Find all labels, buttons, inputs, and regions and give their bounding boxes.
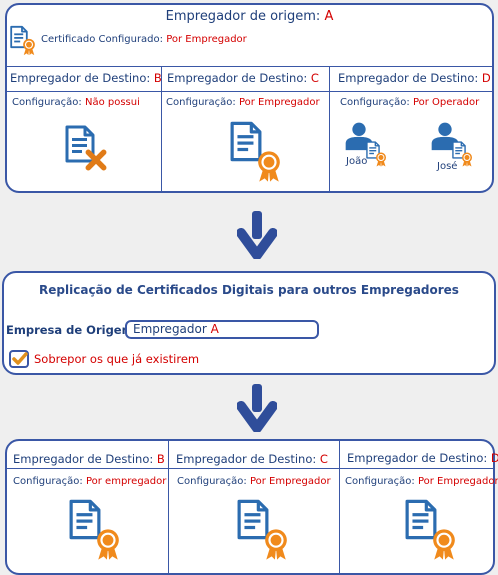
medal-icon	[95, 528, 121, 561]
medal-icon	[263, 528, 289, 561]
medal-icon	[431, 528, 457, 561]
origin-title: Empregador de origem: A	[165, 9, 334, 24]
medal-icon	[461, 152, 473, 167]
overwrite-checkbox[interactable]	[9, 350, 29, 368]
error-x-icon	[85, 149, 107, 171]
medal-icon	[22, 38, 36, 56]
divider	[339, 441, 340, 573]
destination-config-c: Configuração: Por Empregador	[177, 476, 331, 487]
origin-panel: Empregador de origem: A Certificado Conf…	[5, 3, 494, 193]
destination-config-d: Configuração: Por Empregador	[345, 476, 498, 487]
destination-config-b: Configuração: Por empregador	[13, 476, 167, 487]
divider	[7, 91, 492, 92]
destination-header-c: Empregador de Destino: C	[167, 71, 319, 85]
origin-cert-config: Certificado Configurado: Por Empregador	[41, 34, 247, 45]
replication-panel: Replicação de Certificados Digitais para…	[2, 271, 496, 375]
destination-header-d: Empregador de Destino: D	[347, 451, 498, 465]
divider	[7, 66, 492, 67]
destination-config-d: Configuração: Por Operador	[340, 97, 480, 108]
divider	[168, 441, 169, 573]
origin-company-label: Empresa de Origem:	[6, 323, 139, 337]
down-arrow-icon	[237, 384, 277, 432]
divider	[7, 468, 493, 469]
destination-header-c: Empregador de Destino: C	[176, 452, 328, 466]
checkmark-icon	[12, 352, 28, 365]
overwrite-label: Sobrepor os que já existirem	[34, 352, 200, 366]
destination-header-b: Empregador de Destino: B	[10, 71, 162, 85]
down-arrow-icon	[237, 211, 277, 259]
replication-title: Replicação de Certificados Digitais para…	[39, 283, 459, 297]
operator-name: José	[437, 161, 458, 172]
result-panel: Empregador de Destino: B Empregador de D…	[5, 439, 498, 575]
medal-icon	[256, 150, 282, 183]
destination-config-c: Configuração: Por Empregador	[166, 97, 320, 108]
destination-config-b: Configuração: Não possui	[12, 97, 140, 108]
operator-name: João	[346, 156, 368, 167]
divider	[161, 66, 162, 191]
medal-icon	[375, 152, 387, 167]
origin-company-field[interactable]: Empregador A	[125, 320, 319, 339]
destination-header-b: Empregador de Destino: B	[13, 452, 165, 466]
destination-header-d: Empregador de Destino: D	[338, 71, 491, 85]
divider	[329, 66, 330, 191]
